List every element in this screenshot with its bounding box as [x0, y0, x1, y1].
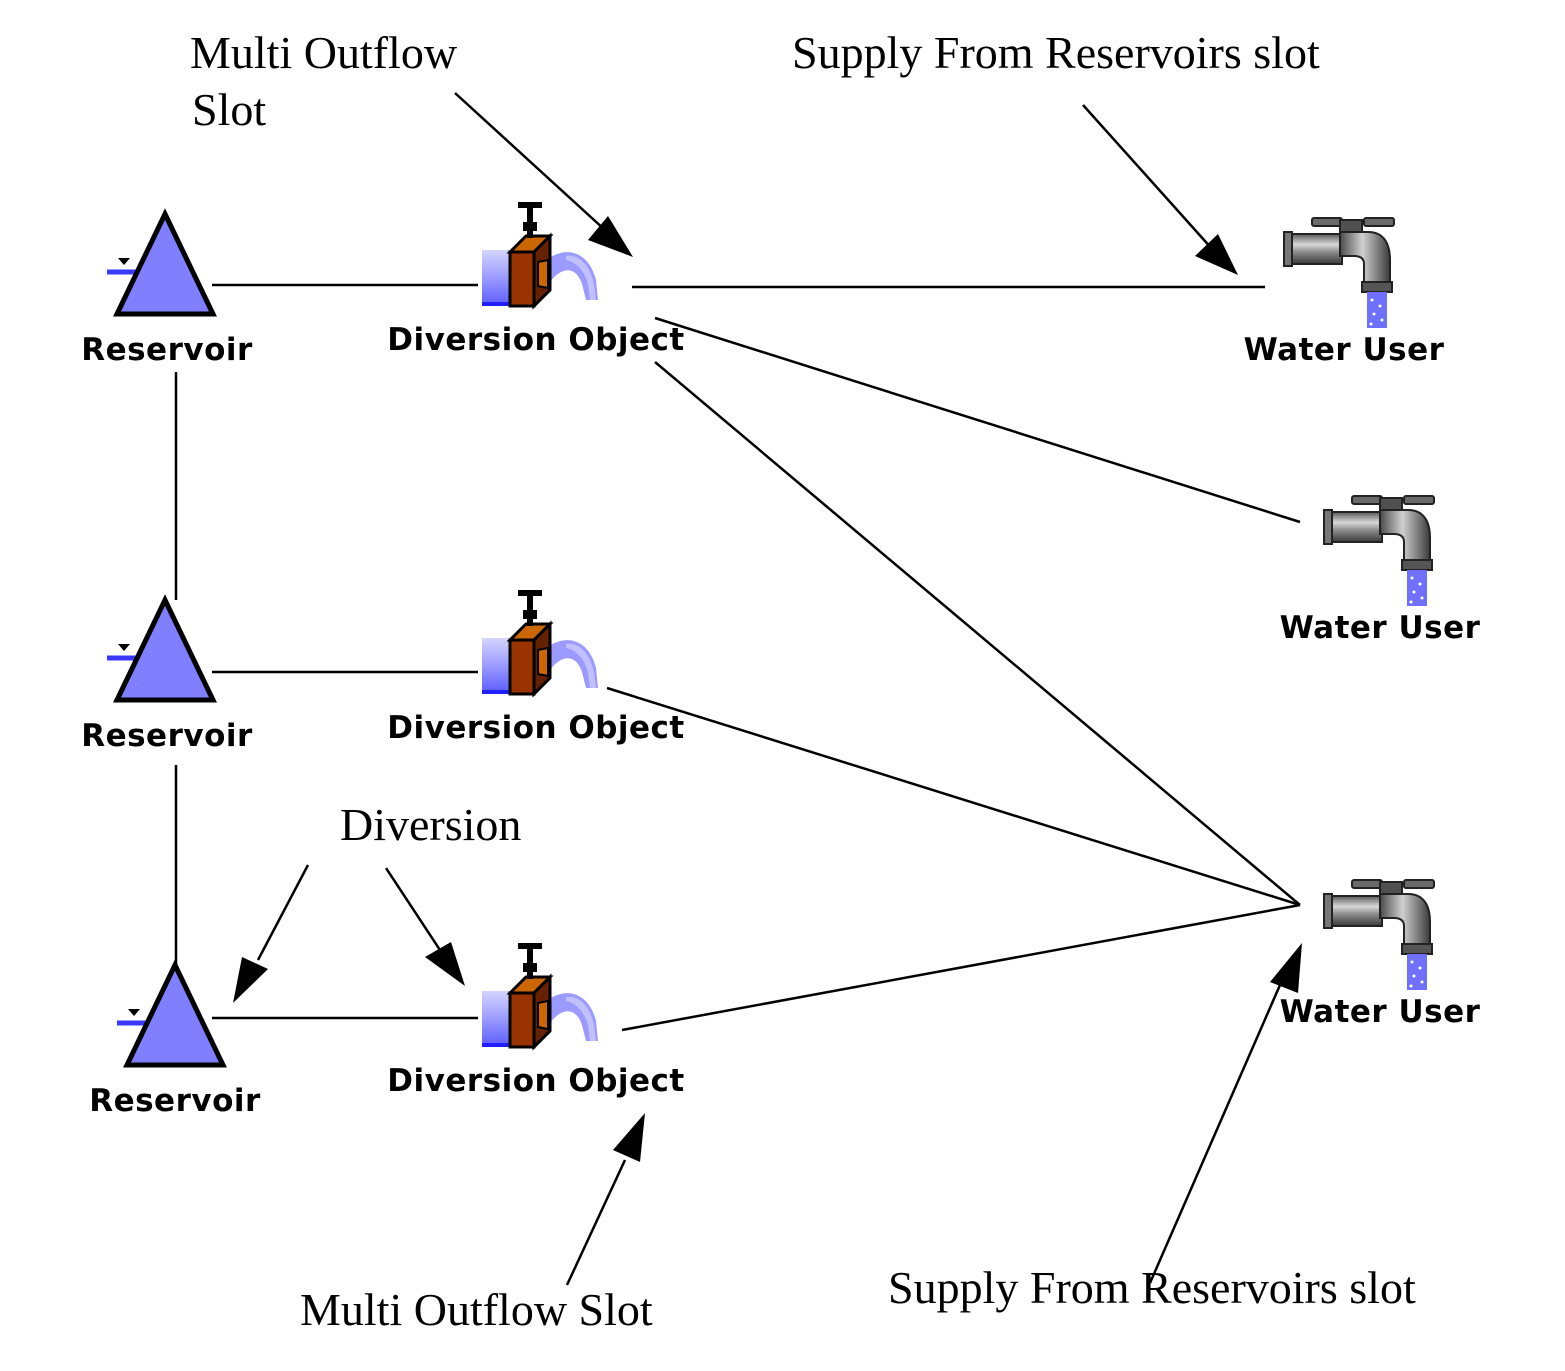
- water-user-label: Water User: [1280, 994, 1481, 1030]
- edge-diversion1-wateruser2: [654, 316, 1301, 524]
- reservoir-node-2[interactable]: Reservoir: [81, 600, 253, 754]
- reservoir-label: Reservoir: [81, 718, 253, 754]
- arrow-supply-bottom: [1148, 943, 1302, 1284]
- annotation-supply-bottom: Supply From Reservoirs slot: [888, 1262, 1416, 1313]
- pointer-arrows: [233, 92, 1302, 1286]
- edge-diversion3-wateruser3: [621, 903, 1301, 1032]
- diversion-node-1[interactable]: Diversion Object: [387, 200, 685, 358]
- diversion-gate-icon: [480, 588, 600, 696]
- water-user-node-1[interactable]: Water User: [1244, 217, 1445, 368]
- edges: [174, 283, 1301, 1032]
- water-user-node-3[interactable]: Water User: [1280, 879, 1481, 1030]
- diversion-label: Diversion Object: [387, 710, 685, 746]
- edge-diversion2-wateruser3: [606, 686, 1301, 907]
- reservoir-node-1[interactable]: Reservoir: [81, 214, 253, 368]
- annotation-multi-outflow-bottom: Multi Outflow Slot: [300, 1284, 653, 1335]
- diversion-label: Diversion Object: [387, 1063, 685, 1099]
- diversion-gate-icon: [480, 941, 600, 1049]
- reservoir-node-3[interactable]: Reservoir: [89, 965, 261, 1119]
- annotation-multi-outflow-top-line2: Slot: [192, 84, 266, 135]
- faucet-icon: [1283, 217, 1395, 329]
- arrow-multi-outflow-top: [454, 92, 633, 257]
- diversion-label: Diversion Object: [387, 322, 685, 358]
- arrow-multi-outflow-bottom: [565, 1113, 645, 1286]
- annotation-supply-top: Supply From Reservoirs slot: [792, 27, 1320, 78]
- arrow-diversion-to-reservoir: [233, 864, 310, 1003]
- diversion-node-2[interactable]: Diversion Object: [387, 588, 685, 746]
- reservoir-triangle-icon: [117, 965, 223, 1065]
- faucet-icon: [1323, 879, 1435, 991]
- water-user-node-2[interactable]: Water User: [1280, 495, 1481, 646]
- reservoir-label: Reservoir: [89, 1083, 261, 1119]
- water-user-label: Water User: [1244, 332, 1445, 368]
- diversion-node-3[interactable]: Diversion Object: [387, 941, 685, 1099]
- annotation-diversion: Diversion: [340, 799, 521, 850]
- diversion-gate-icon: [480, 200, 600, 308]
- arrow-supply-top: [1082, 104, 1238, 275]
- faucet-icon: [1323, 495, 1435, 607]
- reservoir-label: Reservoir: [81, 332, 253, 368]
- reservoir-triangle-icon: [107, 600, 213, 700]
- arrow-diversion-to-diversion-object: [384, 867, 465, 986]
- water-user-label: Water User: [1280, 610, 1481, 646]
- reservoir-triangle-icon: [107, 214, 213, 314]
- annotation-multi-outflow-top-line1: Multi Outflow: [190, 27, 458, 78]
- edge-diversion1-wateruser3: [654, 361, 1301, 906]
